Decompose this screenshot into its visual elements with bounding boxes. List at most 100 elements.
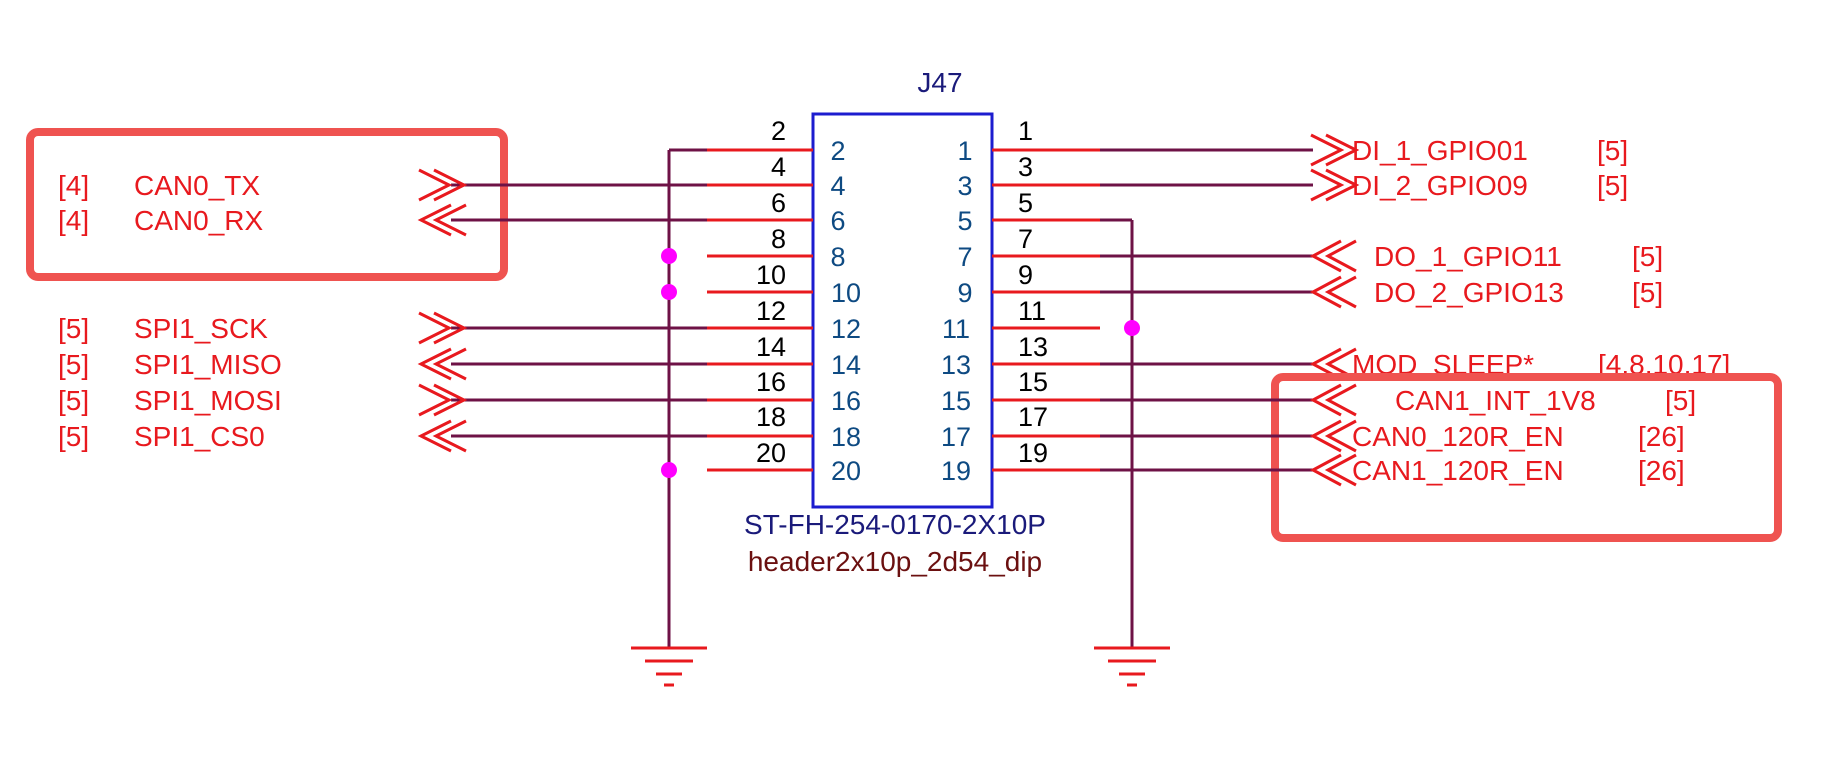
pin-number: 18 [756, 402, 786, 432]
net-label-can0-rx: CAN0_RX [134, 205, 263, 236]
offpage-connector-do2 [1309, 275, 1342, 309]
net-label-can0-120r-en: CAN0_120R_EN [1352, 421, 1564, 452]
pin-number: 13 [1018, 332, 1048, 362]
pin-number: 6 [771, 188, 786, 218]
pin-number: 7 [957, 242, 972, 272]
net-label-di2: DI_2_GPIO09 [1352, 170, 1528, 201]
pin-number: 15 [1018, 367, 1048, 397]
net-label-can1-120r-en: CAN1_120R_EN [1352, 455, 1564, 486]
component-ref: J47 [917, 67, 962, 98]
offpage-connector-spi1-miso [417, 347, 452, 381]
pin-number: 13 [941, 350, 971, 380]
footprint-name: header2x10p_2d54_dip [748, 546, 1042, 577]
net-page-ref: [5] [58, 349, 89, 380]
pin-numbers-left-inner: 2 4 6 8 10 12 14 16 18 20 [830, 136, 861, 486]
pin-number: 14 [831, 350, 861, 380]
offpage-connector-can1-int [1309, 383, 1342, 417]
offpage-connector-can0-rx [417, 203, 452, 237]
pin-number: 9 [957, 278, 972, 308]
net-page-ref: [4] [58, 205, 89, 236]
offpage-connector-spi1-mosi [418, 383, 453, 417]
pin-number: 17 [1018, 402, 1048, 432]
pin-number: 6 [830, 206, 845, 236]
pin-number: 11 [1018, 296, 1046, 326]
part-number: ST-FH-254-0170-2X10P [744, 509, 1046, 540]
pin-number: 8 [771, 224, 786, 254]
offpage-connector-spi1-sck [418, 311, 453, 345]
pin-number: 18 [831, 422, 861, 452]
pin-numbers-left-outer: 2 4 6 8 10 12 14 16 18 20 [756, 116, 786, 468]
pin-number: 20 [831, 456, 861, 486]
pin-number: 12 [831, 314, 861, 344]
net-label-can1-int: CAN1_INT_1V8 [1395, 385, 1596, 416]
net-label-di1: DI_1_GPIO01 [1352, 135, 1528, 166]
pin-number: 3 [1018, 152, 1033, 182]
pin-number: 12 [756, 296, 786, 326]
junction-dot [1124, 320, 1140, 336]
offpage-connector-can0-120r [1309, 419, 1342, 453]
pin-number: 19 [1018, 438, 1048, 468]
net-page-ref: [5] [1632, 277, 1663, 308]
net-label-can0-tx: CAN0_TX [134, 170, 260, 201]
highlight-box-can0 [26, 128, 508, 281]
pin-number: 8 [830, 242, 845, 272]
pin-numbers-right-inner: 1 3 5 7 9 11 13 15 17 19 [941, 136, 973, 486]
pin-number: 15 [941, 386, 971, 416]
left-net-wires [451, 183, 707, 438]
net-label-do2: DO_2_GPIO13 [1374, 277, 1564, 308]
pin-stubs-right [992, 148, 1100, 472]
right-net-wires [1002, 148, 1313, 472]
pin-number: 2 [771, 116, 786, 146]
net-page-ref: [5] [58, 421, 89, 452]
pin-number: 14 [756, 332, 786, 362]
junction-dot [661, 248, 677, 264]
offpage-connector-can0-tx [418, 168, 453, 202]
pin-number: 19 [941, 456, 971, 486]
pin-number: 1 [1018, 116, 1033, 146]
junction-dot [661, 284, 677, 300]
pin-number: 5 [1018, 188, 1033, 218]
offpage-connectors [417, 133, 1360, 487]
offpage-connector-do1 [1309, 239, 1342, 273]
pin-number: 16 [831, 386, 861, 416]
pin-number: 3 [957, 171, 972, 201]
junction-dot [661, 462, 677, 478]
net-page-ref: [5] [1665, 385, 1696, 416]
net-page-ref: [5] [58, 385, 89, 416]
pin-number: 5 [957, 206, 972, 236]
net-page-ref: [4] [58, 170, 89, 201]
pin-number: 2 [830, 136, 845, 166]
pin-number: 7 [1018, 224, 1033, 254]
net-label-spi1-miso: SPI1_MISO [134, 349, 282, 380]
net-page-ref: [26] [1638, 421, 1685, 452]
pin-number: 4 [830, 171, 845, 201]
net-page-ref: [5] [1597, 135, 1628, 166]
right-net-labels: DI_1_GPIO01 [5] DI_2_GPIO09 [5] DO_1_GPI… [1352, 135, 1730, 486]
offpage-connector-di1 [1310, 133, 1345, 167]
net-label-spi1-sck: SPI1_SCK [134, 313, 268, 344]
net-label-do1: DO_1_GPIO11 [1374, 241, 1562, 272]
offpage-connector-can1-120r [1309, 453, 1342, 487]
connector-body [811, 112, 994, 509]
pin-number: 20 [756, 438, 786, 468]
ground-symbol-left [631, 646, 707, 687]
net-page-ref: [5] [1597, 170, 1628, 201]
pin-number: 11 [942, 314, 970, 344]
net-page-ref: [26] [1638, 455, 1685, 486]
pin-number: 4 [771, 152, 786, 182]
ground-symbol-right [1094, 646, 1170, 687]
net-page-ref: [5] [58, 313, 89, 344]
offpage-connector-di2 [1310, 168, 1345, 202]
pin-number: 10 [756, 260, 786, 290]
pin-number: 16 [756, 367, 786, 397]
offpage-connector-spi1-cs0 [417, 419, 452, 453]
pin-number: 17 [941, 422, 971, 452]
net-label-spi1-mosi: SPI1_MOSI [134, 385, 282, 416]
pin-stubs-left [707, 148, 813, 472]
left-net-labels: [4] CAN0_TX [4] CAN0_RX [5] SPI1_SCK [5]… [58, 170, 282, 452]
net-page-ref: [5] [1632, 241, 1663, 272]
pin-number: 9 [1018, 260, 1033, 290]
pin-number: 10 [831, 278, 861, 308]
pin-numbers-right-outer: 1 3 5 7 9 11 13 15 17 19 [1018, 116, 1048, 468]
